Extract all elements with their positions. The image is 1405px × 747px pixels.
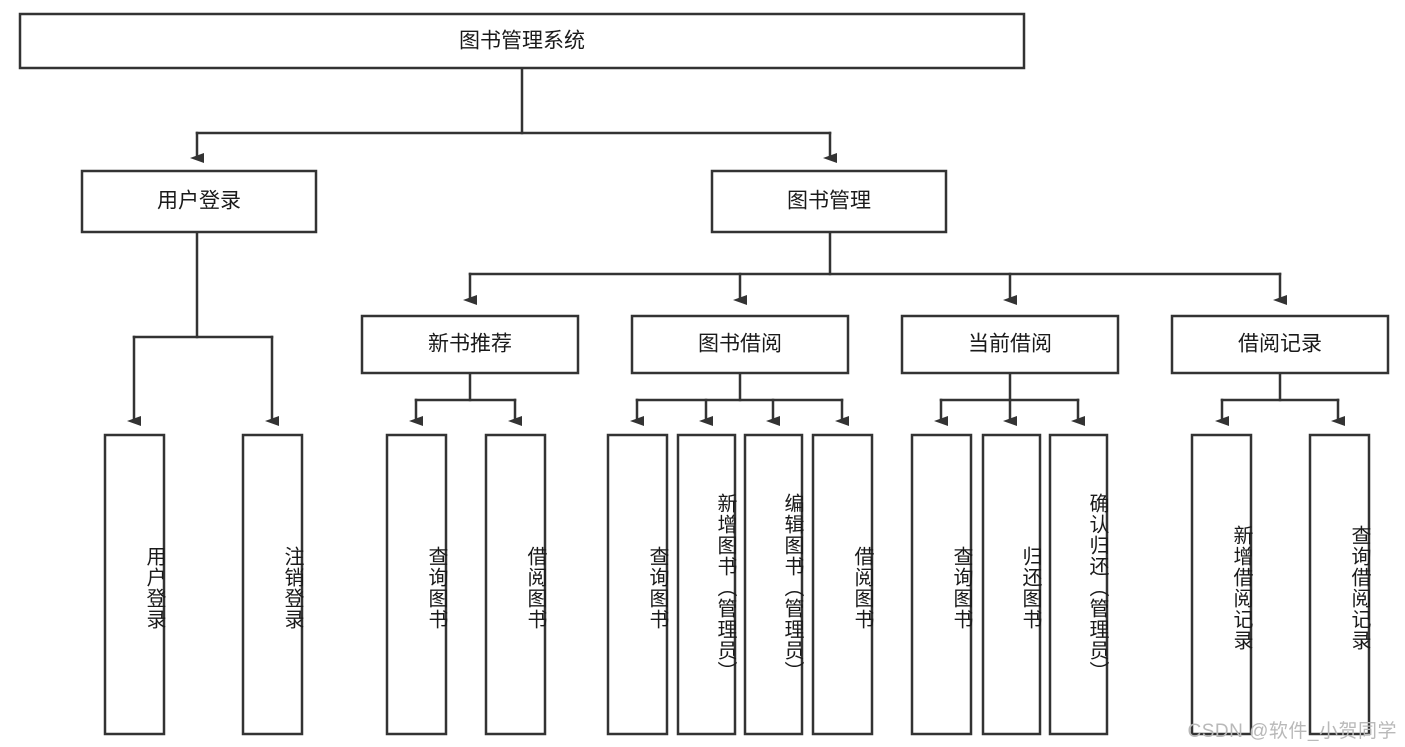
leaf-label: 查询图书 (950, 545, 972, 630)
node-borrow-record-label: 借阅记录 (1238, 333, 1322, 356)
node-root-label: 图书管理系统 (459, 30, 585, 53)
node-root[interactable]: 图书管理系统 (18, 12, 1026, 70)
leaf-label: 编辑图书（管理员） (781, 492, 803, 682)
connector-newbook-to-leaves (409, 371, 522, 426)
leaf-borrow-record-2[interactable]: 查询借阅记录 (1308, 433, 1371, 736)
leaf-current-borrow-3[interactable]: 确认归还（管理员） (1048, 433, 1109, 736)
node-book-borrow-label: 图书借阅 (698, 333, 782, 356)
node-current-borrow[interactable]: 当前借阅 (900, 314, 1120, 375)
node-user-login-label: 用户登录 (157, 190, 241, 213)
leaf-user-login-1[interactable]: 用户登录 (103, 433, 166, 736)
leaf-label: 新增图书（管理员） (714, 492, 736, 682)
leaf-label: 借阅图书 (851, 545, 873, 630)
connector-borrowrecord-to-leaves (1215, 371, 1345, 426)
node-borrow-record[interactable]: 借阅记录 (1170, 314, 1390, 375)
connector-userlogin-to-leaves (127, 230, 279, 426)
node-book-management-label: 图书管理 (787, 190, 871, 213)
leaf-label: 确认归还（管理员） (1086, 492, 1108, 682)
node-current-borrow-label: 当前借阅 (968, 333, 1052, 356)
leaf-label: 新增借阅记录 (1230, 524, 1252, 651)
node-book-management[interactable]: 图书管理 (710, 169, 948, 234)
leaf-label: 借阅图书 (524, 545, 546, 630)
leaf-label: 注销登录 (281, 545, 303, 630)
leaf-current-borrow-2[interactable]: 归还图书 (981, 433, 1042, 736)
leaf-current-borrow-1[interactable]: 查询图书 (910, 433, 973, 736)
leaf-label: 查询图书 (646, 545, 668, 630)
leaf-borrow-record-1[interactable]: 新增借阅记录 (1190, 433, 1253, 736)
leaf-book-borrow-3[interactable]: 编辑图书（管理员） (743, 433, 804, 736)
node-new-book-recommend[interactable]: 新书推荐 (360, 314, 580, 375)
leaf-book-borrow-1[interactable]: 查询图书 (606, 433, 669, 736)
connector-bookborrow-to-leaves (630, 371, 849, 426)
leaf-user-login-2[interactable]: 注销登录 (241, 433, 304, 736)
node-user-login[interactable]: 用户登录 (80, 169, 318, 234)
leaf-book-borrow-2[interactable]: 新增图书（管理员） (676, 433, 737, 736)
connector-root-to-level2 (190, 66, 837, 163)
connector-bookmgmt-to-level3 (463, 230, 1287, 305)
node-book-borrow[interactable]: 图书借阅 (630, 314, 850, 375)
leaf-label: 用户登录 (143, 545, 165, 630)
leaf-label: 查询图书 (425, 545, 447, 630)
leaf-label: 归还图书 (1019, 545, 1041, 630)
leaf-new-book-1[interactable]: 查询图书 (385, 433, 448, 736)
connector-currentborrow-to-leaves (934, 371, 1085, 426)
leaf-label: 查询借阅记录 (1348, 524, 1370, 651)
leaf-new-book-2[interactable]: 借阅图书 (484, 433, 547, 736)
leaf-book-borrow-4[interactable]: 借阅图书 (811, 433, 874, 736)
node-new-book-recommend-label: 新书推荐 (428, 333, 512, 356)
